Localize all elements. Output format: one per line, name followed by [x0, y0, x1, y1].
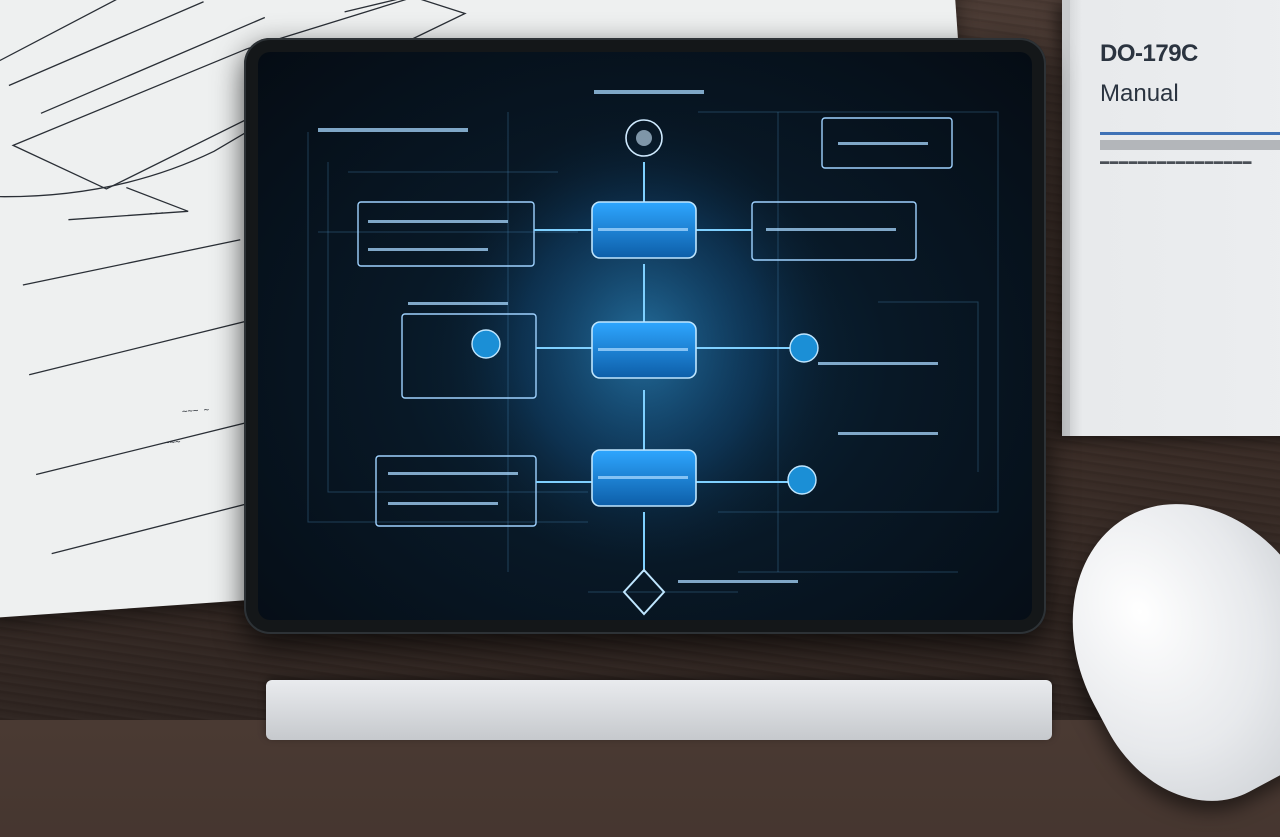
manual-grey-band [1100, 140, 1280, 150]
manual-subtitle: Manual [1100, 80, 1179, 107]
tablet-screen [258, 52, 1032, 620]
manual-accent-rule [1100, 132, 1280, 135]
svg-text:~~~: ~~~ [164, 437, 181, 448]
svg-text:---: --- [148, 208, 165, 219]
manual-code-line: ▬▬▬▬▬▬▬▬▬▬▬▬▬▬▬▬ [1100, 156, 1252, 166]
blueprint-paper: --- ~~~ ~ ~~~ [0, 0, 994, 619]
flow-diagram [307, 90, 999, 616]
tablet-device [244, 38, 1046, 634]
manual-cover: DO-179C Manual ▬▬▬▬▬▬▬▬▬▬▬▬▬▬▬▬ [1062, 0, 1280, 436]
svg-text:~~~ ~: ~~~ ~ [182, 405, 210, 417]
manual-title: DO-179C [1100, 40, 1198, 67]
keyboard [266, 680, 1052, 740]
